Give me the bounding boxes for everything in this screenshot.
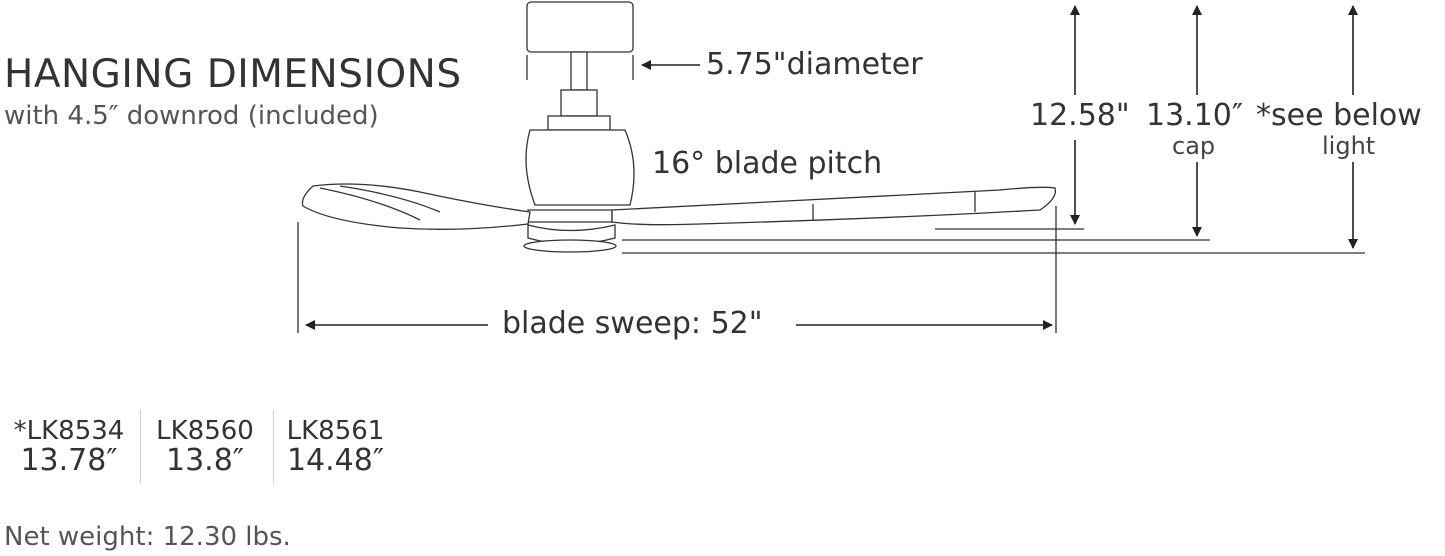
divider [140, 410, 141, 484]
divider [273, 410, 274, 484]
model-name: LK8561 [286, 416, 385, 446]
model-name: LK8560 [156, 416, 254, 446]
canopy-diameter-label: 5.75"diameter [706, 47, 923, 82]
height-no-light-label: 12.58" [1030, 98, 1130, 133]
model-lk8561: LK8561 14.48″ [278, 416, 393, 476]
model-height: 13.78″ [20, 443, 118, 478]
model-lk8560: LK8560 13.8″ [145, 416, 265, 476]
page-subtitle: with 4.5″ downrod (included) [4, 101, 379, 131]
page-title: HANGING DIMENSIONS [4, 52, 462, 97]
blade-pitch-label: 16° blade pitch [652, 146, 883, 181]
height-cap-sublabel: cap [1172, 132, 1216, 160]
model-height: 14.48″ [286, 443, 385, 478]
height-light-label: *see below [1256, 98, 1422, 133]
model-name: *LK8534 [13, 416, 125, 446]
model-height: 13.8″ [165, 443, 244, 478]
height-light-sublabel: light [1322, 132, 1376, 160]
model-lk8534: *LK8534 13.78″ [4, 416, 134, 476]
height-cap-label: 13.10″ [1146, 98, 1244, 133]
blade-sweep-label: blade sweep: 52" [502, 306, 763, 341]
canopy [526, 1, 634, 53]
net-weight: Net weight: 12.30 lbs. [4, 522, 291, 552]
